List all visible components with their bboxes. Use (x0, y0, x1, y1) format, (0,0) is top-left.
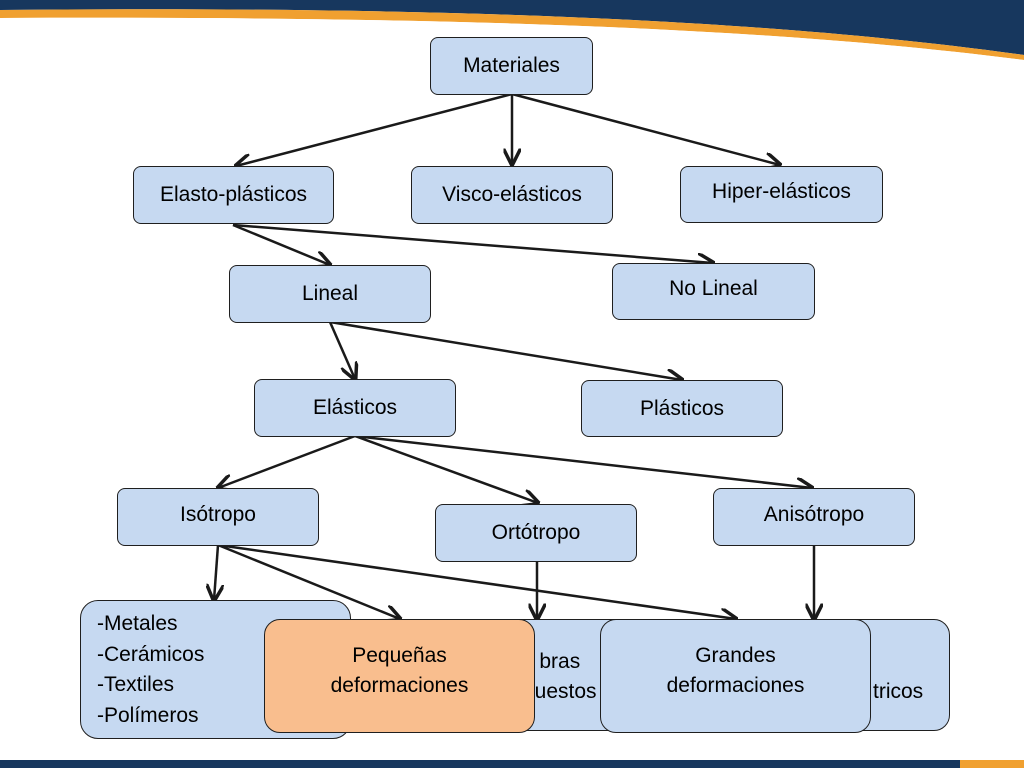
list-item-ceramicos: -Cerámicos (97, 642, 205, 666)
arrow-lineal-elasticos (328, 321, 355, 379)
arrow-elasticos-ortotropo (354, 434, 538, 503)
node-anisotropo: Anisótropo (713, 488, 915, 546)
node-isotropo-label: Isótropo (180, 503, 256, 526)
footer-stripe (0, 760, 1024, 768)
node-visco-elasticos: Visco-elásticos (411, 166, 613, 224)
node-materiales-label: Materiales (463, 54, 560, 77)
node-elasticos-label: Elásticos (312, 396, 398, 419)
arrow-elasto-lineal (232, 223, 330, 265)
arrow-lineal-plasticos (329, 320, 682, 380)
node-visco-label: Visco-elásticos (442, 183, 582, 206)
arrow-isotropo-metales (214, 544, 218, 600)
node-lineal-label: Lineal (301, 282, 359, 305)
node-hiper-elasticos: Hiper-elásticos (680, 166, 883, 223)
fibras-line1: bras (539, 650, 581, 673)
arrow-isotropo-grandes (217, 543, 736, 619)
arrow-elasto-nolineal (232, 223, 713, 263)
node-no-lineal: No Lineal (612, 263, 815, 320)
node-elasto-label: Elasto-plásticos (159, 183, 308, 206)
node-ortotropo-label: Ortótropo (491, 521, 581, 544)
header-decoration (0, 0, 1024, 60)
node-nolineal-label: No Lineal (669, 276, 758, 300)
node-lineal: Lineal (229, 265, 431, 323)
arrow-materiales-elasto (236, 92, 513, 166)
fibras-line2: puestos (523, 680, 597, 703)
fibras-text: bras puestos (523, 647, 597, 707)
tricos-text: tricos (873, 680, 924, 703)
node-pequenas-deformaciones: Pequeñas deformaciones (264, 619, 535, 733)
node-isotropo: Isótropo (117, 488, 319, 546)
arrow-isotropo-pequenas (217, 543, 400, 619)
arrow-materiales-hiper (511, 92, 780, 165)
node-grandes-deformaciones: Grandes deformaciones (600, 619, 871, 733)
pequenas-line2: deformaciones (330, 674, 469, 697)
list-item-polimeros: -Polímeros (97, 703, 199, 727)
list-item-textiles: -Textiles (97, 673, 175, 696)
node-elasticos: Elásticos (254, 379, 456, 437)
node-elasto-plasticos: Elasto-plásticos (133, 166, 334, 224)
node-ortotropo: Ortótropo (435, 504, 637, 562)
node-plasticos: Plásticos (581, 380, 783, 437)
arrow-elasticos-anisotropo (354, 434, 812, 488)
grandes-line1: Grandes (695, 644, 776, 667)
node-plasticos-label: Plásticos (639, 396, 725, 420)
arrow-elasticos-isotropo (218, 434, 356, 488)
node-hiper-label: Hiper-elásticos (712, 179, 851, 203)
list-item-metales: -Metales (97, 612, 178, 635)
node-materiales: Materiales (430, 37, 593, 95)
grandes-line2: deformaciones (666, 674, 805, 697)
pequenas-line1: Pequeñas (352, 644, 447, 667)
node-anisotropo-label: Anisótropo (763, 503, 865, 526)
